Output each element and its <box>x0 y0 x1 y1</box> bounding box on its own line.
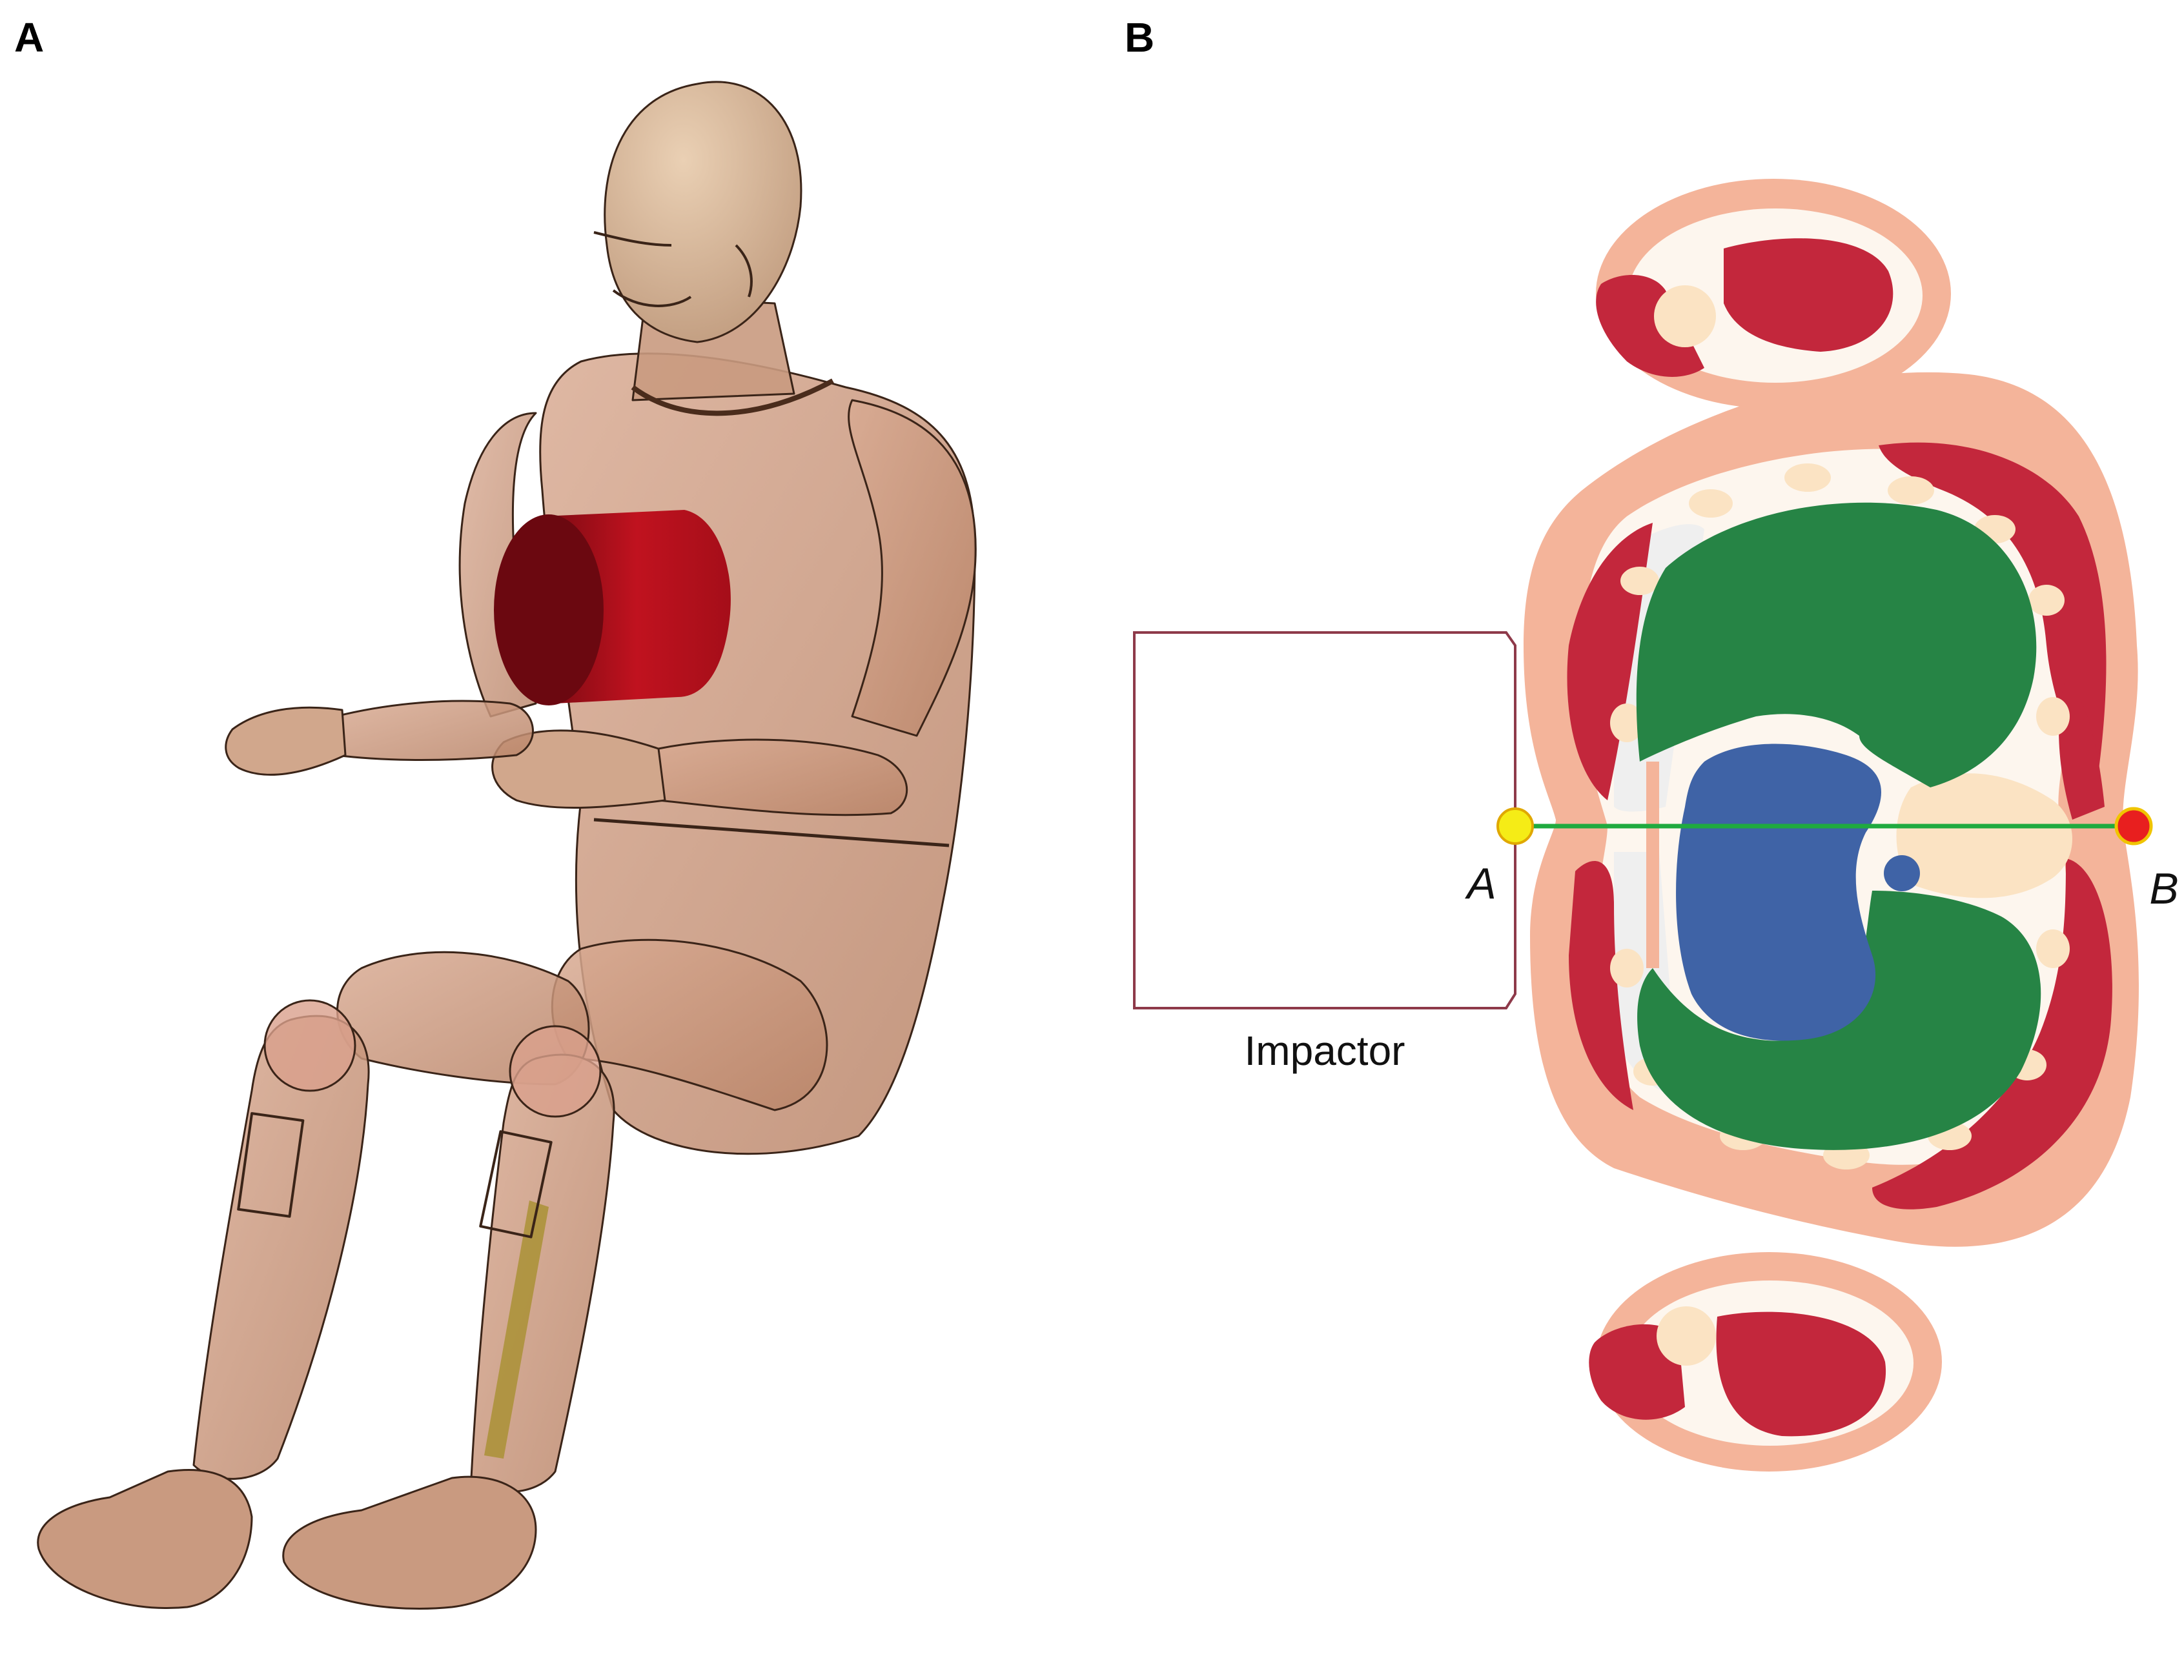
face-detail <box>593 231 753 307</box>
left-knee <box>263 999 356 1092</box>
right-knee <box>509 1025 602 1118</box>
muscle-right-side <box>2059 678 2105 820</box>
tibia-bone <box>484 1200 549 1459</box>
lower-arm-section <box>1589 1252 1942 1472</box>
lung-upper <box>1636 502 2037 787</box>
thorax-section <box>1524 372 2139 1247</box>
impactor-box <box>1133 631 1516 1009</box>
collar-detail <box>631 378 834 416</box>
right-foot <box>282 1475 537 1610</box>
muscle-left-lower <box>1569 861 1633 1110</box>
panel-label-a: A <box>14 14 45 61</box>
muscle-right-upper <box>1879 442 2107 774</box>
point-a-marker <box>1496 807 1534 845</box>
right-shin-plate <box>479 1130 553 1239</box>
humerus-bone <box>1654 285 1716 347</box>
panel-label-b: B <box>1125 14 1155 61</box>
point-a-label: A <box>1464 859 1496 908</box>
upper-arm-muscle-left <box>1596 275 1704 377</box>
spine-vertebra <box>1896 773 2072 898</box>
impactor-label: Impactor <box>1245 1027 1405 1074</box>
left-lower-leg <box>192 1015 370 1480</box>
upper-arm-section <box>1596 179 1951 409</box>
human-body-model <box>37 81 977 1610</box>
heart <box>1676 744 1881 1041</box>
muscle-right-lower <box>1872 858 2112 1209</box>
left-forearm <box>334 700 534 761</box>
point-b-marker <box>2114 807 2153 845</box>
right-upper-arm <box>848 399 977 737</box>
right-forearm <box>657 738 908 816</box>
radius-bone <box>1657 1306 1716 1366</box>
cylinder-face <box>494 514 604 705</box>
right-hand <box>491 729 666 809</box>
left-foot <box>37 1469 253 1610</box>
impactor-cylinder <box>494 510 731 705</box>
lower-arm-muscle-right <box>1716 1311 1886 1437</box>
point-b-label: B <box>2149 864 2178 913</box>
chest-line <box>593 818 950 847</box>
left-shin-plate <box>237 1112 305 1218</box>
upper-arm-muscle-right <box>1724 238 1893 352</box>
aorta <box>1884 855 1920 891</box>
left-hand <box>225 706 347 776</box>
